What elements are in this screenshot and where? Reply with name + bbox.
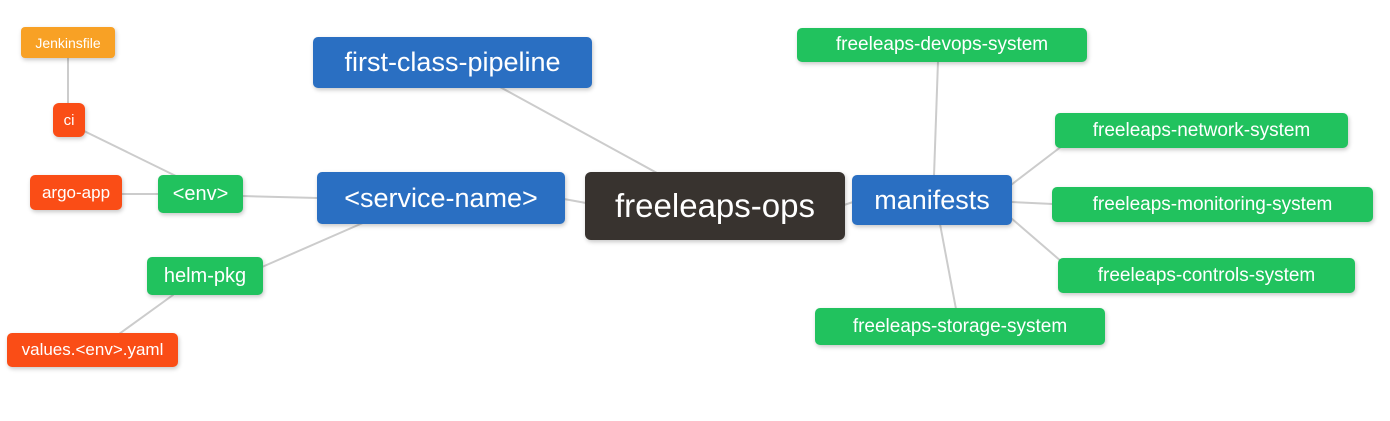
node-freeleaps-ops-root[interactable]: freeleaps-ops: [585, 172, 845, 240]
node-freeleaps-monitoring-system[interactable]: freeleaps-monitoring-system: [1052, 187, 1373, 222]
node-freeleaps-devops-system[interactable]: freeleaps-devops-system: [797, 28, 1087, 62]
node-helm-pkg[interactable]: helm-pkg: [147, 257, 263, 295]
node-freeleaps-network-system[interactable]: freeleaps-network-system: [1055, 113, 1348, 148]
node-jenkinsfile[interactable]: Jenkinsfile: [21, 27, 115, 58]
edge-manifests-storage: [939, 223, 957, 310]
node-ci[interactable]: ci: [53, 103, 85, 137]
edge-manifests-devops: [933, 60, 939, 177]
node-values-env-yaml[interactable]: values.<env>.yaml: [7, 333, 178, 367]
edge-service-root: [563, 198, 587, 204]
node-service-name[interactable]: <service-name>: [317, 172, 565, 224]
edge-pipeline-root: [499, 86, 658, 174]
edge-manifests-monitoring: [1010, 201, 1054, 205]
edge-env-service: [241, 195, 319, 199]
node-freeleaps-storage-system[interactable]: freeleaps-storage-system: [815, 308, 1105, 345]
edge-manifests-controls: [1010, 217, 1063, 263]
node-freeleaps-controls-system[interactable]: freeleaps-controls-system: [1058, 258, 1355, 293]
edge-valuesyaml-helmpkg: [118, 294, 174, 335]
node-manifests[interactable]: manifests: [852, 175, 1012, 225]
edge-root-manifests: [843, 201, 854, 206]
node-first-class-pipeline[interactable]: first-class-pipeline: [313, 37, 592, 88]
edge-ci-env: [83, 130, 181, 179]
edge-manifests-network: [1010, 145, 1063, 186]
edge-helmpkg-service: [261, 221, 366, 268]
node-argo-app[interactable]: argo-app: [30, 175, 122, 210]
node-env[interactable]: <env>: [158, 175, 243, 213]
